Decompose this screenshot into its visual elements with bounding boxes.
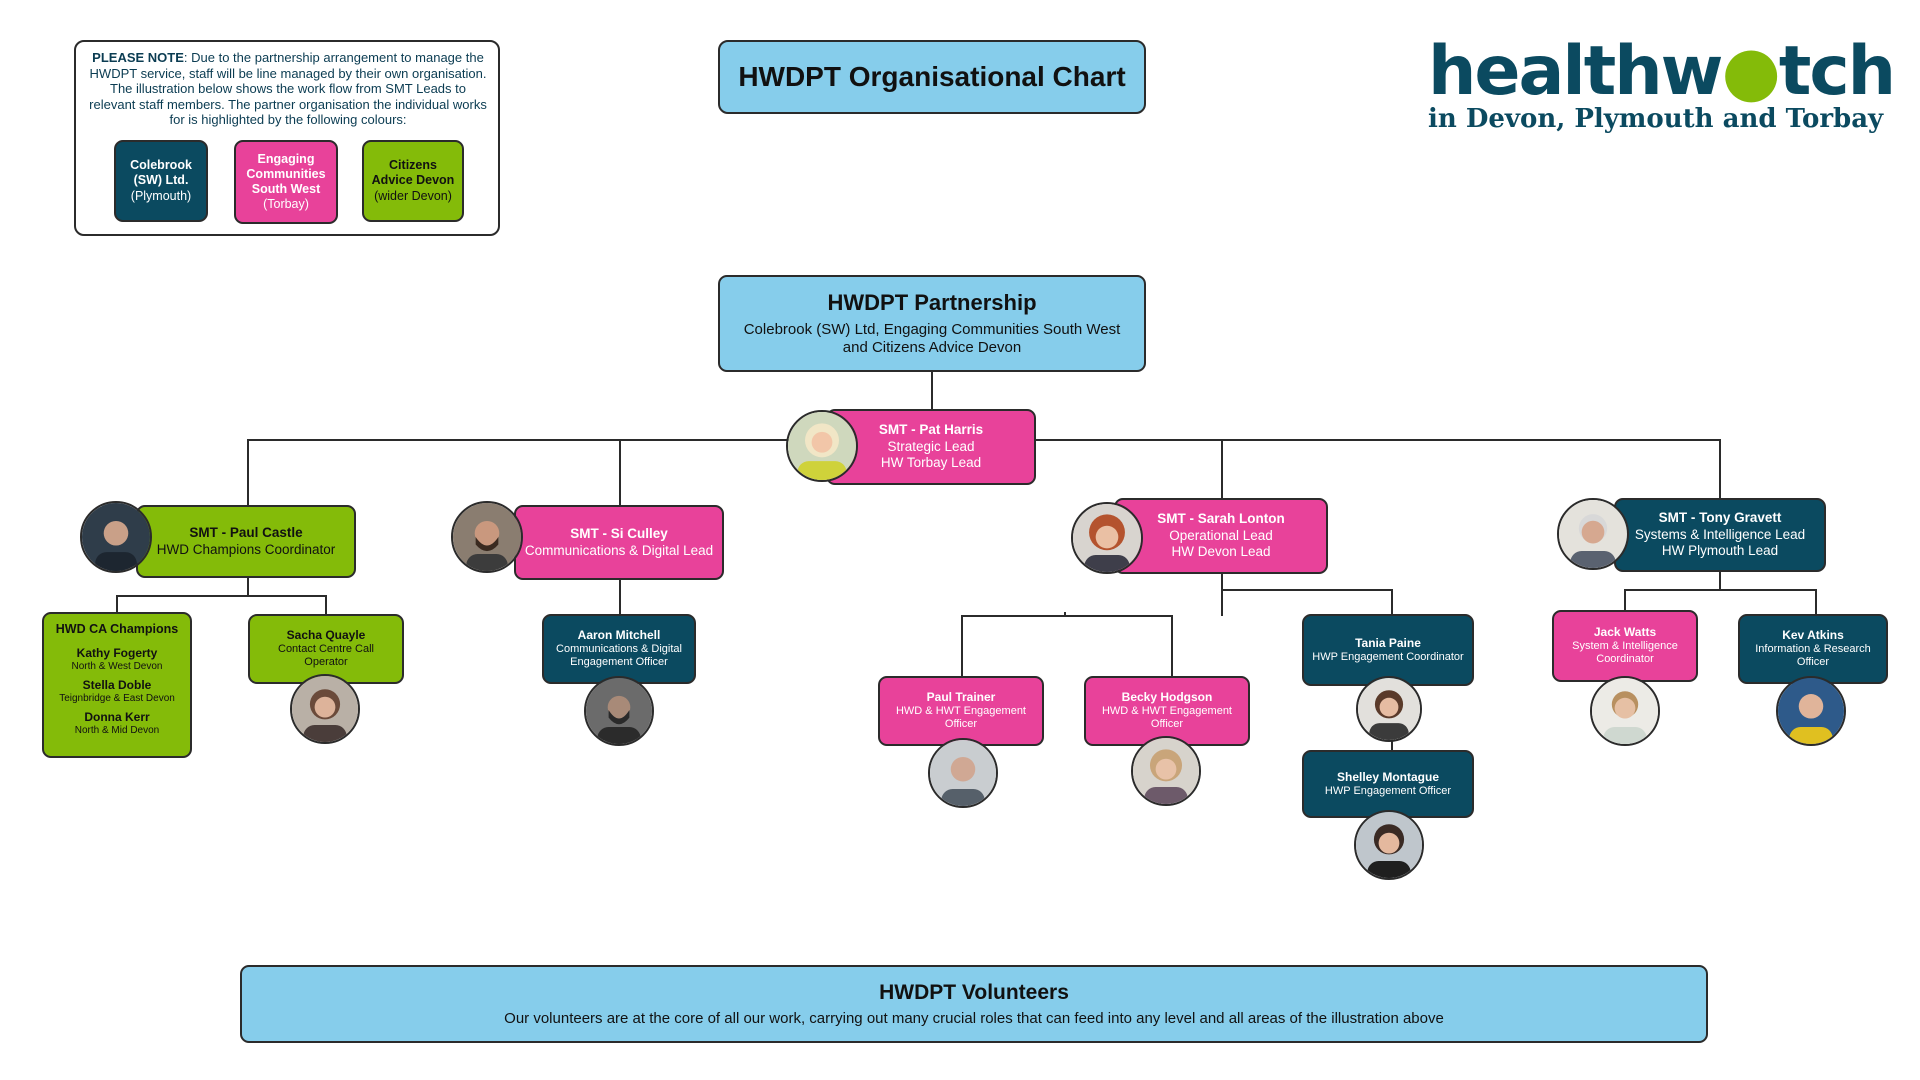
kev-atkins-box: Kev Atkins Information & Research Office…	[1738, 614, 1888, 684]
pat-avatar	[786, 410, 858, 482]
jack-name: Jack Watts	[1593, 625, 1657, 640]
shelley-role: HWP Engagement Officer	[1324, 784, 1452, 797]
connector-tony-children	[1624, 572, 1817, 614]
note-text: PLEASE NOTE: Due to the partnership arra…	[88, 50, 488, 128]
si-culley-box: SMT - Si Culley Communications & Digital…	[514, 505, 724, 580]
paul-castle-box: SMT - Paul Castle HWD Champions Coordina…	[136, 505, 356, 578]
note-body: : Due to the partnership arrangement to …	[89, 50, 487, 127]
legend-ecsw: Engaging Communities South West (Torbay)	[234, 140, 338, 224]
partnership-desc: Colebrook (SW) Ltd, Engaging Communities…	[743, 320, 1121, 356]
legend-cad-name: Citizens Advice Devon	[371, 158, 455, 188]
legend-colebrook-region: (Plymouth)	[130, 188, 192, 203]
jack-avatar	[1590, 676, 1660, 746]
healthwatch-logo: healthw●tch	[1428, 32, 1896, 111]
tania-avatar	[1356, 676, 1422, 742]
tania-name: Tania Paine	[1355, 635, 1421, 650]
champion-area: North & West Devon	[71, 660, 163, 672]
becky-name: Becky Hodgson	[1121, 690, 1213, 705]
logo-dot-icon: ●	[1721, 32, 1780, 111]
paul-trainer-box: Paul Trainer HWD & HWT Engagement Office…	[878, 676, 1044, 746]
note-lead: PLEASE NOTE	[92, 50, 184, 65]
aaron-mitchell-box: Aaron Mitchell Communications & Digital …	[542, 614, 696, 684]
tony-name: SMT - Tony Gravett	[1658, 510, 1782, 526]
aaron-avatar	[584, 676, 654, 746]
si-culley-name: SMT - Si Culley	[570, 526, 668, 542]
champions-box: HWD CA Champions Kathy Fogerty North & W…	[42, 612, 192, 758]
shelley-name: Shelley Montague	[1336, 769, 1440, 784]
tony-role1: Systems & Intelligence Lead	[1634, 526, 1806, 542]
volunteers-desc: Our volunteers are at the core of all ou…	[504, 1009, 1444, 1027]
paul-castle-avatar	[80, 501, 152, 573]
partnership-note: PLEASE NOTE: Due to the partnership arra…	[74, 40, 500, 236]
sarah-lonton-box: SMT - Sarah Lonton Operational Lead HW D…	[1114, 498, 1328, 574]
si-culley-role: Communications & Digital Lead	[524, 542, 714, 558]
sarah-name: SMT - Sarah Lonton	[1157, 511, 1285, 527]
sacha-name: Sacha Quayle	[286, 628, 366, 643]
jack-role: System & Intelligence Coordinator	[1572, 639, 1678, 666]
pat-role1: Strategic Lead	[887, 438, 975, 454]
sacha-quayle-box: Sacha Quayle Contact Centre Call Operato…	[248, 614, 404, 684]
paul-castle-name: SMT - Paul Castle	[189, 525, 303, 541]
sarah-avatar	[1071, 502, 1143, 574]
tania-paine-box: Tania Paine HWP Engagement Coordinator	[1302, 614, 1474, 686]
logo-word-start: h	[1428, 32, 1476, 111]
champion-name: Donna Kerr	[84, 709, 150, 724]
shelley-montague-box: Shelley Montague HWP Engagement Officer	[1302, 750, 1474, 818]
kev-role: Information & Research Officer	[1755, 642, 1871, 669]
legend-colebrook: Colebrook (SW) Ltd. (Plymouth)	[114, 140, 208, 222]
becky-hodgson-box: Becky Hodgson HWD & HWT Engagement Offic…	[1084, 676, 1250, 746]
partnership-box: HWDPT Partnership Colebrook (SW) Ltd, En…	[718, 275, 1146, 372]
si-culley-avatar	[451, 501, 523, 573]
legend-colebrook-name: Colebrook (SW) Ltd.	[130, 158, 192, 188]
volunteers-box: HWDPT Volunteers Our volunteers are at t…	[240, 965, 1708, 1043]
volunteers-title: HWDPT Volunteers	[879, 981, 1069, 1005]
chart-title: HWDPT Organisational Chart	[718, 40, 1146, 114]
logo-subtitle: in Devon, Plymouth and Torbay	[1428, 104, 1884, 134]
champion-area: Teignbridge & East Devon	[59, 692, 175, 704]
tony-avatar	[1557, 498, 1629, 570]
paul-trainer-name: Paul Trainer	[926, 690, 996, 705]
champion-name: Stella Doble	[82, 678, 152, 693]
sacha-avatar	[290, 674, 360, 744]
tania-role: HWP Engagement Coordinator	[1312, 650, 1464, 663]
tony-gravett-box: SMT - Tony Gravett Systems & Intelligenc…	[1614, 498, 1826, 572]
shelley-avatar	[1354, 810, 1424, 880]
aaron-role: Communications & Digital Engagement Offi…	[556, 642, 682, 669]
paul-castle-role: HWD Champions Coordinator	[156, 541, 336, 557]
paul-trainer-role: HWD & HWT Engagement Officer	[895, 704, 1026, 731]
partnership-title: HWDPT Partnership	[827, 289, 1037, 315]
aaron-name: Aaron Mitchell	[577, 628, 661, 643]
pat-harris-box: SMT - Pat Harris Strategic Lead HW Torba…	[826, 409, 1036, 485]
tony-role2: HW Plymouth Lead	[1661, 543, 1779, 559]
becky-avatar	[1131, 736, 1201, 806]
champion-name: Kathy Fogerty	[76, 646, 158, 661]
champions-title: HWD CA Champions	[55, 622, 179, 636]
logo-mid: ealthw	[1474, 32, 1723, 111]
sarah-role1: Operational Lead	[1169, 527, 1273, 543]
champion-area: North & Mid Devon	[74, 724, 160, 736]
legend-cad-region: (wider Devon)	[374, 188, 452, 203]
kev-avatar	[1776, 676, 1846, 746]
legend-cad: Citizens Advice Devon (wider Devon)	[362, 140, 464, 222]
sacha-role: Contact Centre Call Operator	[278, 642, 374, 669]
kev-name: Kev Atkins	[1782, 628, 1844, 643]
connector-sarah-children	[961, 574, 1393, 676]
connector-paul-children	[116, 578, 327, 614]
legend-ecsw-name: Engaging Communities South West	[246, 151, 326, 197]
becky-role: HWD & HWT Engagement Officer	[1101, 704, 1232, 731]
pat-name: SMT - Pat Harris	[878, 422, 984, 438]
logo-word-end: tch	[1778, 32, 1896, 111]
sarah-role2: HW Devon Lead	[1171, 544, 1271, 560]
pat-role2: HW Torbay Lead	[880, 455, 982, 471]
jack-watts-box: Jack Watts System & Intelligence Coordin…	[1552, 610, 1698, 682]
paul-trainer-avatar	[928, 738, 998, 808]
legend-ecsw-region: (Torbay)	[263, 197, 309, 212]
